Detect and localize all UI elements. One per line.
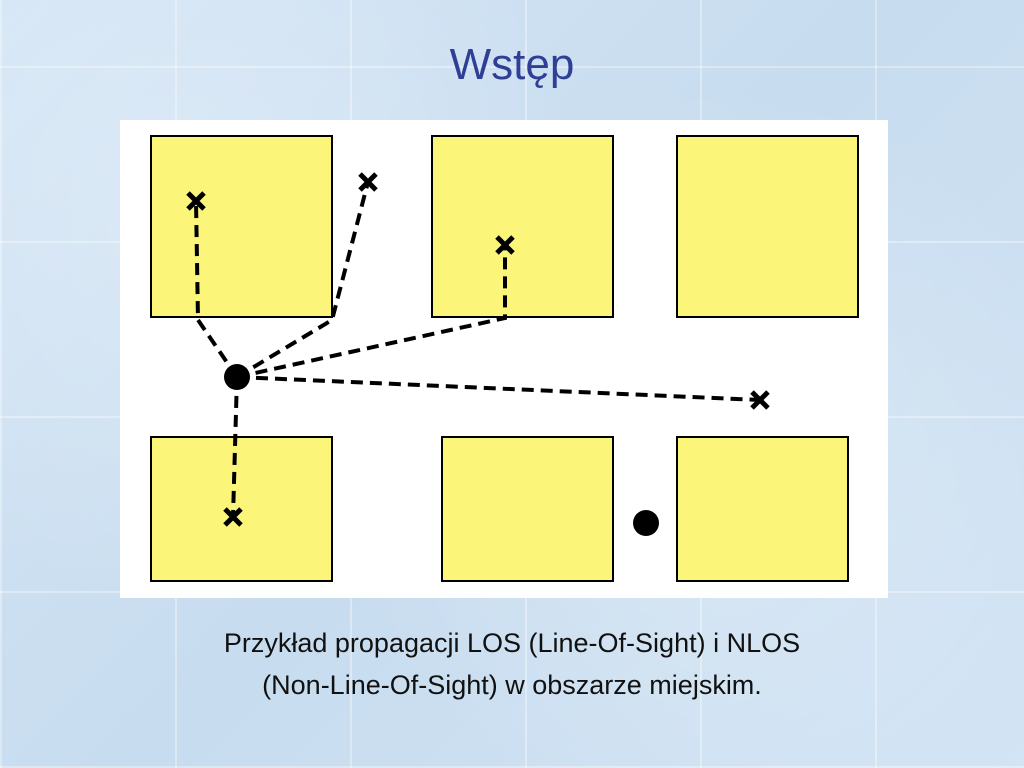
building [676,436,849,582]
building [431,135,614,318]
building [150,436,333,582]
building [150,135,333,318]
transmitter-dot [224,364,250,390]
receiver-cross [186,191,206,211]
slide-title: Wstęp [449,40,575,89]
caption-line-1: Przykład propagacji LOS (Line-Of-Sight) … [223,628,801,658]
nlos-path [194,200,239,379]
receiver-cross [495,235,515,255]
slide-caption: Przykład propagacji LOS (Line-Of-Sight) … [60,622,964,706]
receiver-cross [358,172,378,192]
receiver-cross [750,390,770,410]
building [676,135,859,318]
caption-line-2: (Non-Line-Of-Sight) w obszarze miejskim. [262,670,762,700]
propagation-diagram [120,120,888,598]
transmitter-dot [633,510,659,536]
los-path [236,375,761,402]
receiver-cross [223,507,243,527]
nlos-path [231,376,239,518]
propagation-diagram-svg [150,135,859,582]
transmitters-group [224,364,659,536]
buildings-group [150,135,859,582]
building [441,436,614,582]
nlos-path [236,245,507,379]
paths-group [194,181,761,518]
receivers-group [186,172,770,527]
